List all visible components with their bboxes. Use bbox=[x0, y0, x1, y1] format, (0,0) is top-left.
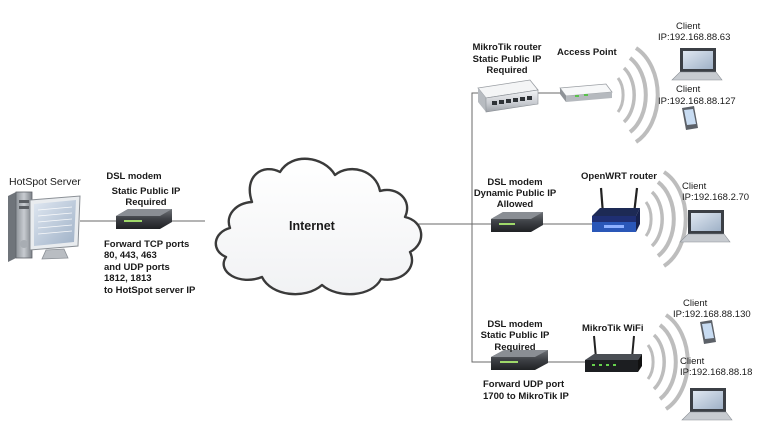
mikrotik-wifi-icon bbox=[585, 335, 642, 372]
middle-modem-label-1: DSL modem bbox=[487, 177, 543, 188]
client-2-label: Client bbox=[676, 84, 701, 95]
client-1-label: Client bbox=[676, 21, 701, 32]
internet-cloud bbox=[214, 157, 423, 296]
middle-dsl-modem-icon bbox=[491, 212, 543, 232]
client-pda-icon-2 bbox=[700, 320, 716, 344]
mikrotik-router-label-3: Required bbox=[486, 65, 528, 76]
client-4-ip: IP:192.168.88.130 bbox=[673, 309, 751, 320]
client-laptop-icon-2 bbox=[679, 210, 731, 243]
bottom-forward-note-1: Forward UDP port bbox=[483, 379, 565, 390]
client-laptop-icon-3 bbox=[681, 388, 733, 421]
client-2-ip: IP:192.168.88.127 bbox=[658, 96, 736, 107]
bottom-modem-label-3: Required bbox=[494, 342, 536, 353]
middle-modem-label-2: Dynamic Public IP bbox=[473, 188, 557, 199]
mikrotik-router-label-2: Static Public IP bbox=[472, 54, 542, 65]
middle-modem-label-3: Allowed bbox=[496, 199, 534, 210]
bottom-forward-note-2: 1700 to MikroTik IP bbox=[483, 391, 569, 402]
central-dsl-modem-icon bbox=[116, 209, 172, 229]
central-modem-name: DSL modem bbox=[106, 171, 162, 182]
central-modem-forward-5: to HotSpot server IP bbox=[104, 285, 196, 296]
connection-lines bbox=[80, 92, 592, 363]
client-4-label: Client bbox=[683, 298, 708, 309]
central-modem-ip-note-1: Static Public IP bbox=[111, 186, 181, 197]
openwrt-router-icon bbox=[592, 187, 640, 232]
central-modem-forward-2: 80, 443, 463 bbox=[104, 250, 157, 261]
signal-waves-openwrt bbox=[644, 170, 688, 268]
bottom-modem-label-1: DSL modem bbox=[487, 319, 543, 330]
bottom-modem-label-2: Static Public IP bbox=[480, 330, 550, 341]
mikrotik-router-label-1: MikroTik router bbox=[472, 42, 542, 53]
mikrotik-router-icon bbox=[477, 79, 539, 113]
branch-trunk bbox=[471, 92, 491, 363]
client-laptop-icon-1 bbox=[671, 48, 723, 81]
central-modem-forward-1: Forward TCP ports bbox=[104, 239, 190, 250]
central-modem-ip-note-2: Required bbox=[125, 197, 167, 208]
central-modem-forward-4: 1812, 1813 bbox=[104, 273, 152, 284]
bottom-dsl-modem-icon bbox=[491, 350, 548, 370]
signal-waves-ap bbox=[616, 46, 660, 144]
client-3-ip: IP:192.168.2.70 bbox=[682, 192, 750, 203]
client-5-ip: IP:192.168.88.18 bbox=[680, 367, 753, 378]
central-modem-forward-3: and UDP ports bbox=[104, 262, 170, 273]
hotspot-server-icon bbox=[8, 191, 81, 262]
client-pda-icon-1 bbox=[682, 106, 698, 130]
client-1-ip: IP:192.168.88.63 bbox=[658, 32, 731, 43]
client-3-label: Client bbox=[682, 181, 707, 192]
hotspot-server-label: HotSpot Server bbox=[9, 176, 81, 188]
mikrotik-wifi-label: MikroTik WiFi bbox=[582, 323, 644, 334]
access-point-icon bbox=[559, 83, 613, 102]
signal-waves-mikrotik-wifi bbox=[646, 313, 690, 411]
internet-label: Internet bbox=[289, 219, 335, 233]
client-5-label: Client bbox=[680, 356, 705, 367]
access-point-label: Access Point bbox=[557, 47, 617, 58]
openwrt-router-label: OpenWRT router bbox=[581, 171, 657, 182]
